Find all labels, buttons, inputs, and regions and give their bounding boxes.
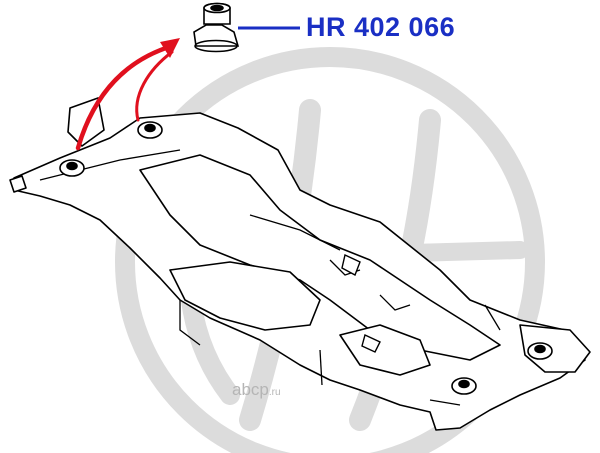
mount-rear-left — [451, 377, 477, 395]
subframe-drawing — [9, 97, 591, 431]
watermark-site-text: abcp.ru — [232, 380, 281, 400]
mount-front-right — [137, 121, 163, 139]
subframe-detail-lines — [39, 149, 501, 406]
center-bracket-mount — [341, 253, 381, 353]
part-number-label: HR 402 066 — [306, 12, 456, 42]
mount-location-arrow — [75, 38, 180, 151]
bushing-icon — [193, 2, 240, 53]
mount-rear-right — [527, 342, 553, 360]
mount-front-left — [59, 159, 85, 177]
watermark-site-tld: .ru — [268, 387, 281, 398]
watermark-site-name: abcp — [232, 380, 269, 399]
